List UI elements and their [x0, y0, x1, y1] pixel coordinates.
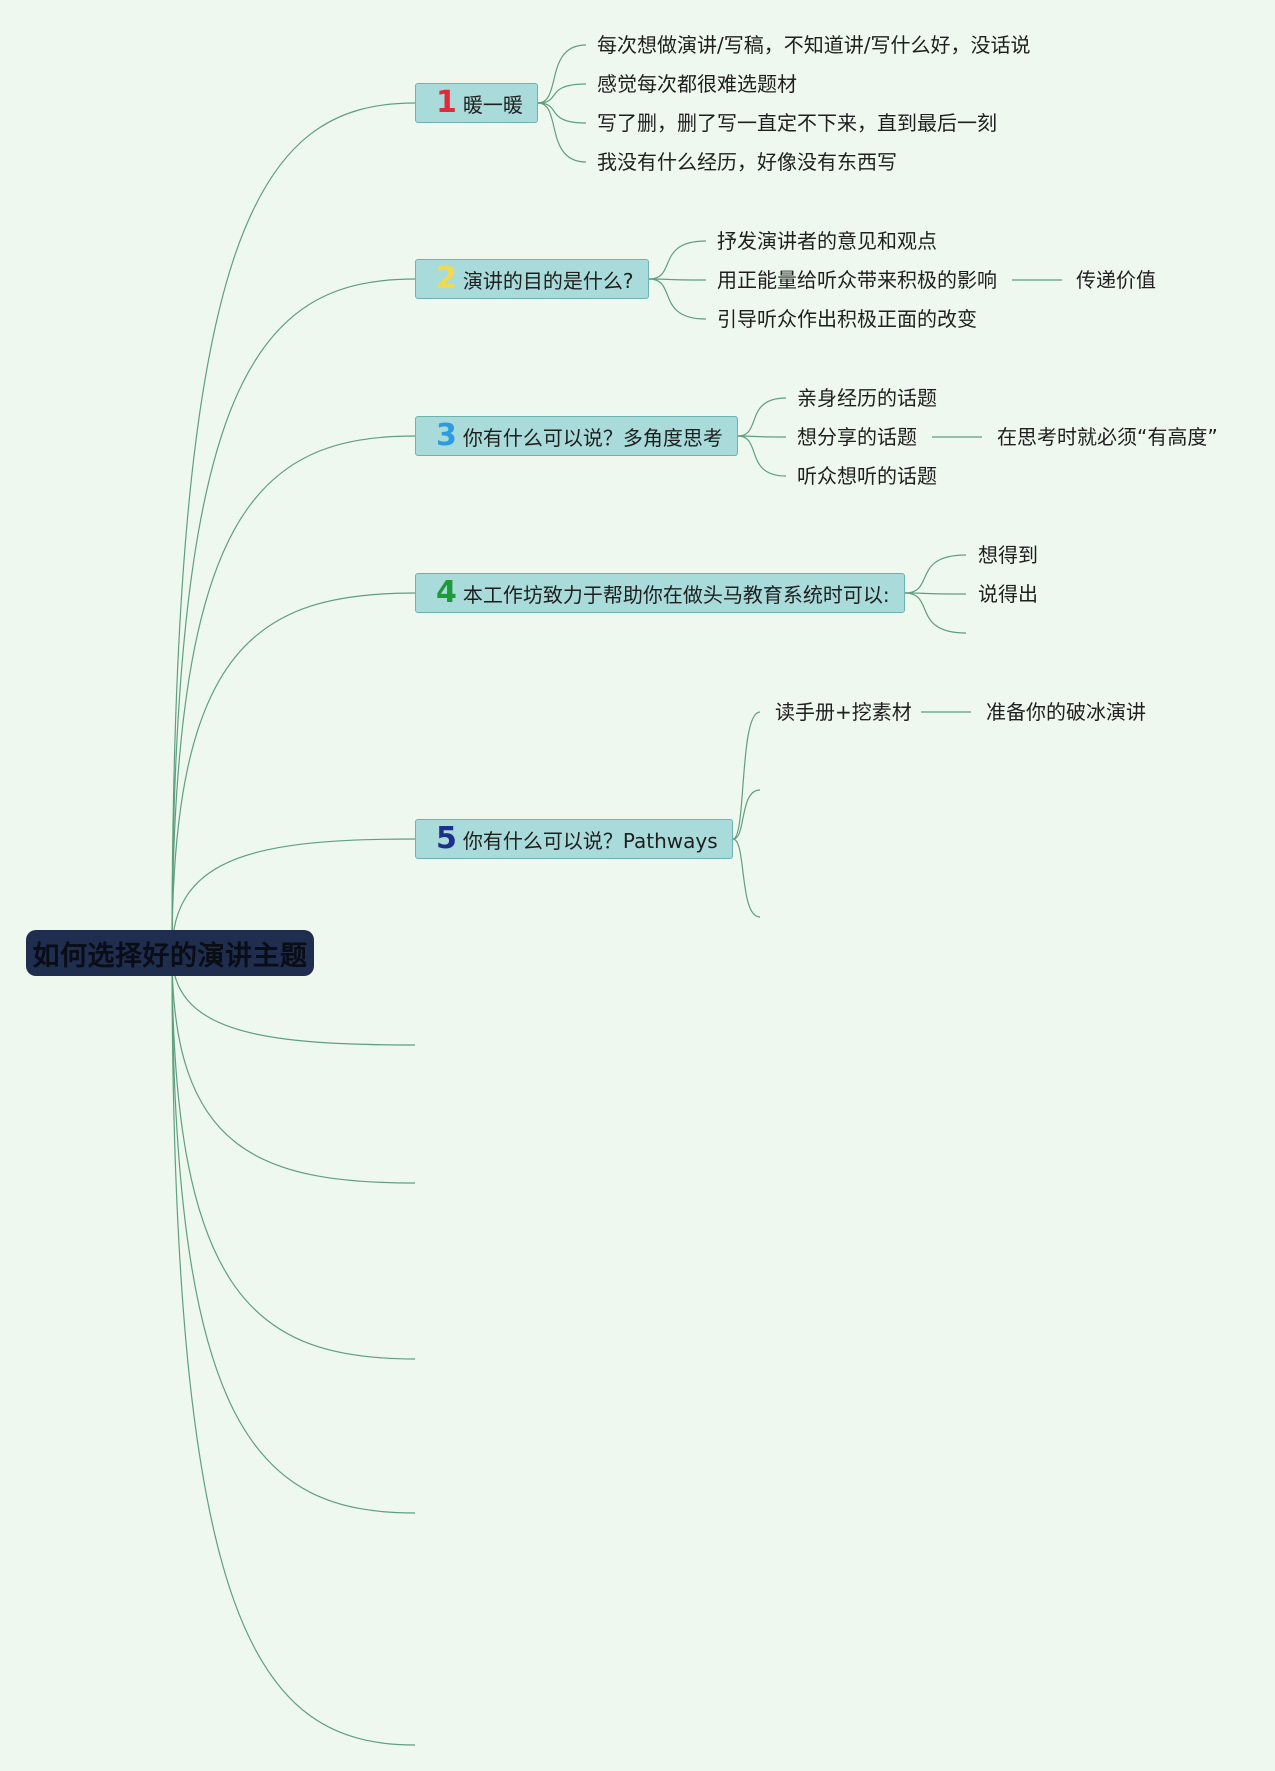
- subtopic-2-2[interactable]: 用正能量给听众带来积极的影响: [717, 268, 997, 292]
- subtopic-2-2-child[interactable]: 传递价值: [1076, 268, 1156, 292]
- root-branch-2: [171, 278, 416, 954]
- topic-label-4: 本工作坊致力于帮助你在做头马教育系统时可以:: [462, 582, 890, 607]
- root-branch-5: [171, 838, 416, 954]
- root-branch-4: [171, 592, 416, 954]
- subtopic-4-2[interactable]: 说得出: [978, 582, 1038, 606]
- subtopic-3-2-child[interactable]: 在思考时就必须“有高度”: [997, 425, 1218, 449]
- topic-3-link-2: [737, 435, 787, 438]
- topic-5-link-2: [732, 789, 761, 840]
- topic-label-2: 演讲的目的是什么?: [462, 268, 634, 293]
- topic-4-link-3: [904, 592, 967, 634]
- topic-5-link-1: [732, 711, 761, 840]
- root-branch-9: [171, 952, 416, 1514]
- topic-label-5: 你有什么可以说？Pathways: [462, 828, 718, 853]
- subtopic-1-3[interactable]: 写了删，删了写一直定不下来，直到最后一刻: [597, 111, 997, 135]
- topic-3-link-1: [737, 397, 787, 437]
- topic-5-link-3: [732, 838, 761, 918]
- topic-5[interactable]: 5 你有什么可以说？Pathways: [415, 819, 733, 859]
- root-branch-7: [171, 952, 416, 1184]
- subtopic-1-1[interactable]: 每次想做演讲/写稿，不知道讲/写什么好，没话说: [597, 33, 1031, 57]
- subtopic-2-1[interactable]: 抒发演讲者的意见和观点: [717, 229, 937, 253]
- subtopic-5-1-child[interactable]: 准备你的破冰演讲: [986, 700, 1146, 724]
- topic-1-link-4: [537, 102, 587, 163]
- subtopic-3-1[interactable]: 亲身经历的话题: [797, 386, 937, 410]
- root-branch-6: [171, 952, 416, 1046]
- root-topic[interactable]: 如何选择好的演讲主题: [26, 930, 314, 976]
- root-topic-label: 如何选择好的演讲主题: [32, 940, 308, 972]
- root-branch-1: [171, 102, 416, 954]
- topic-3[interactable]: 3 你有什么可以说？多角度思考: [415, 416, 738, 456]
- subtopic-3-3[interactable]: 听众想听的话题: [797, 464, 937, 488]
- topic-label-1: 暖一暖: [462, 92, 523, 117]
- topic-1-link-3: [537, 102, 587, 124]
- topic-4-link-2: [904, 592, 967, 595]
- topic-1[interactable]: 1 暖一暖: [415, 83, 538, 123]
- topic-2-link-2: [648, 278, 707, 281]
- root-branch-10: [171, 952, 416, 1746]
- topic-3-link-3: [737, 435, 787, 477]
- subtopic-4-1[interactable]: 想得到: [978, 543, 1038, 567]
- topic-number-4: 4: [436, 575, 457, 610]
- root-branch-8: [171, 952, 416, 1360]
- topic-number-1: 1: [436, 85, 457, 120]
- topic-1-link-1: [537, 44, 587, 104]
- subtopic-1-2[interactable]: 感觉每次都很难选题材: [597, 72, 797, 96]
- topic-number-3: 3: [436, 418, 457, 453]
- subtopic-5-1[interactable]: 读手册+挖素材: [775, 700, 912, 724]
- topic-4-link-1: [904, 554, 967, 594]
- topic-number-5: 5: [436, 821, 457, 856]
- topic-4[interactable]: 4 本工作坊致力于帮助你在做头马教育系统时可以:: [415, 573, 905, 613]
- topic-label-3: 你有什么可以说？多角度思考: [462, 425, 723, 450]
- topic-2-link-3: [648, 278, 707, 320]
- subtopic-2-3[interactable]: 引导听众作出积极正面的改变: [717, 307, 977, 331]
- subtopic-1-4[interactable]: 我没有什么经历，好像没有东西写: [597, 150, 897, 174]
- subtopic-3-2[interactable]: 想分享的话题: [797, 425, 917, 449]
- topic-1-link-2: [537, 83, 587, 104]
- root-branch-3: [171, 435, 416, 954]
- topic-2[interactable]: 2 演讲的目的是什么?: [415, 259, 649, 299]
- topic-2-link-1: [648, 240, 707, 280]
- topic-number-2: 2: [436, 261, 457, 296]
